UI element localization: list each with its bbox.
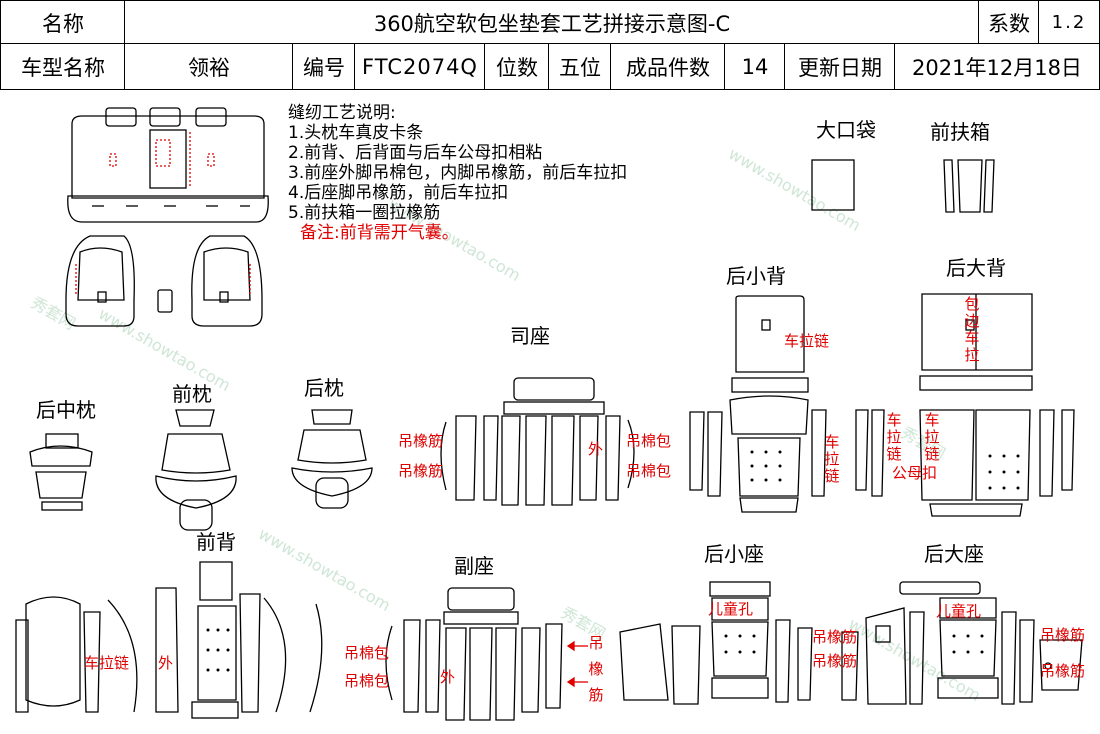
label-passenger-seat: 副座 <box>454 554 494 578</box>
annotation-rubber: 吊橡筋 <box>398 432 444 450</box>
annotation-arrows-icon <box>566 640 588 688</box>
rear-pillow-icon <box>291 409 373 509</box>
rear-small-back-icon <box>731 295 809 393</box>
label-rear-big-back: 后大背 <box>946 256 1006 280</box>
notes-remark: 备注:前背需开气囊。 <box>300 223 459 243</box>
label-front-back: 前背 <box>196 530 236 554</box>
annotation-zipper: 车拉链 <box>886 411 902 463</box>
name-label: 名称 <box>0 0 126 45</box>
label-rear-big-seat: 后大座 <box>924 542 984 566</box>
label-rear-pillow: 后枕 <box>304 376 344 400</box>
notes-item: 4.后座脚吊橡筋，前后车拉扣 <box>288 183 509 203</box>
annotation-rubber: 吊橡筋 <box>1040 626 1086 644</box>
label-driver-seat: 司座 <box>510 324 550 348</box>
annotation-zipper: 车拉链 <box>784 332 830 350</box>
annotation-zipper: 车拉链 <box>824 433 840 485</box>
annotation-outer: 外 <box>440 668 456 686</box>
annotation-rubber: 吊橡筋 <box>1040 662 1086 680</box>
notes-item: 3.前座外脚吊棉包，内脚吊橡筋，前后车拉扣 <box>288 163 628 183</box>
rear-big-back-icon <box>919 293 1033 391</box>
code-value: FTC2074Q <box>354 43 486 90</box>
pieces-value: 14 <box>724 43 786 90</box>
label-rear-middle-pillow: 后中枕 <box>36 398 96 422</box>
front-armrest-icon <box>943 159 995 213</box>
annotation-child-hole: 儿童孔 <box>936 602 982 620</box>
label-big-pocket: 大口袋 <box>816 118 876 142</box>
annotation-cotton: 吊棉包 <box>344 644 390 662</box>
notes-heading: 缝纫工艺说明: <box>288 103 396 123</box>
process-notes: 缝纫工艺说明: 1.头枕车真皮卡条 2.前背、后背面与后车公母扣相粘 3.前座外… <box>288 103 627 243</box>
annotation-zipper: 车拉链 <box>924 411 940 463</box>
header-table: 名称 360航空软包坐垫套工艺拼接示意图-C 系数 1.2 车型名称 领裕 编号… <box>0 0 1100 90</box>
coef-label: 系数 <box>978 0 1040 45</box>
annotation-rubber: 吊橡筋 <box>812 652 858 670</box>
annotation-snap: 公母扣 <box>892 464 938 482</box>
annotation-outer: 外 <box>158 654 174 672</box>
pieces-label: 成品件数 <box>610 43 726 90</box>
seats-label: 位数 <box>484 43 550 90</box>
coef-value: 1.2 <box>1038 0 1100 45</box>
rear-middle-pillow-icon <box>29 433 93 511</box>
annotation-rubber: 吊橡筋 <box>812 628 858 646</box>
annotation-zipper: 车拉链 <box>84 654 130 672</box>
code-label: 编号 <box>292 43 356 90</box>
front-pillow-icon <box>155 409 237 531</box>
annotation-edge-zip: 包边车拉 <box>964 295 980 364</box>
date-value: 2021年12月18日 <box>894 43 1100 90</box>
label-rear-small-back: 后小背 <box>726 264 786 288</box>
overview-front-seats-icon <box>65 235 263 327</box>
label-rear-small-seat: 后小座 <box>704 542 764 566</box>
annotation-cotton: 吊棉包 <box>626 462 672 480</box>
rear-small-back-pieces-icon <box>689 395 827 513</box>
annotation-rubber: 吊橡筋 <box>588 634 604 704</box>
notes-item: 5.前扶箱一圈拉橡筋 <box>288 203 441 223</box>
passenger-seat-pieces-icon <box>385 587 563 721</box>
rear-big-seat-pieces-icon <box>841 581 1083 705</box>
rear-big-back-pieces-icon <box>855 409 1075 517</box>
label-front-pillow: 前枕 <box>172 382 212 406</box>
annotation-outer: 外 <box>588 440 604 458</box>
driver-seat-pieces-icon <box>440 377 635 506</box>
annotation-cotton: 吊棉包 <box>344 672 390 690</box>
annotation-child-hole: 儿童孔 <box>708 600 754 618</box>
car-label: 车型名称 <box>0 43 126 90</box>
overview-bench-icon <box>67 107 269 223</box>
label-front-armrest: 前扶箱 <box>930 120 990 144</box>
front-back-pieces-icon <box>15 561 323 719</box>
notes-item: 2.前背、后背面与后车公母扣相粘 <box>288 143 543 163</box>
rear-small-seat-pieces-icon <box>619 581 813 705</box>
annotation-cotton: 吊棉包 <box>626 432 672 450</box>
notes-item: 1.头枕车真皮卡条 <box>288 123 424 143</box>
big-pocket-icon <box>811 159 855 211</box>
annotation-rubber: 吊橡筋 <box>398 462 444 480</box>
date-label: 更新日期 <box>784 43 896 90</box>
